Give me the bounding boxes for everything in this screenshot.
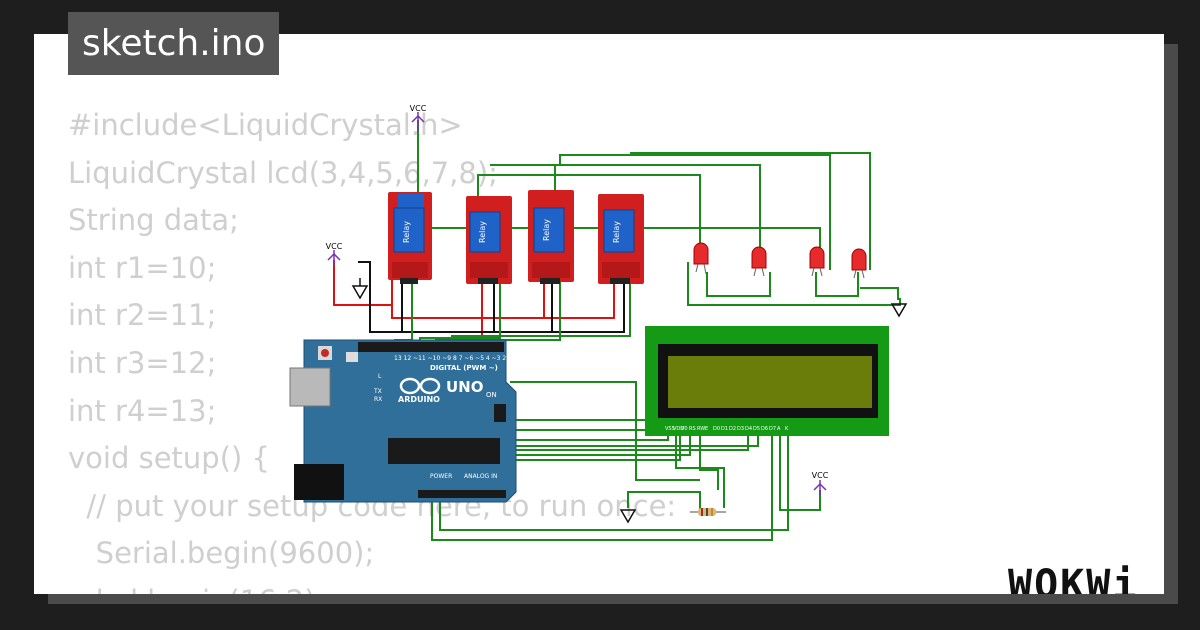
digital-label: DIGITAL (PWM ~) — [430, 364, 498, 372]
code-preview: #include<LiquidCrystal.h> LiquidCrystal l… — [68, 102, 676, 594]
lcd-pin-label: D1 — [721, 426, 728, 432]
gnd-symbol — [351, 278, 369, 300]
lcd-pin-label: K — [785, 426, 789, 432]
led-1[interactable] — [693, 242, 709, 275]
wire — [630, 152, 871, 270]
power-label: POWER — [430, 473, 452, 480]
vcc-symbol: VCC — [326, 242, 343, 266]
arduino-brand: ARDUINO — [398, 395, 440, 404]
relay-label: Relay — [542, 219, 551, 241]
resistor[interactable] — [690, 508, 726, 516]
vcc-symbol: VCC — [812, 471, 829, 496]
atmega-chip — [388, 438, 500, 464]
vcc-label: VCC — [326, 242, 343, 251]
wire — [544, 282, 615, 319]
relay-module-1[interactable]: Relay — [388, 192, 432, 284]
vcc-label: VCC — [812, 471, 829, 480]
lcd-pin-label: D2 — [729, 426, 736, 432]
preview-card: #include<LiquidCrystal.h> LiquidCrystal l… — [34, 34, 1164, 594]
power-header — [418, 490, 474, 498]
code-line: int r4=13; — [68, 393, 217, 428]
arduino-logo — [399, 377, 441, 395]
wire — [402, 283, 495, 333]
analog-header — [456, 490, 506, 498]
relay-label: Relay — [478, 221, 487, 243]
led-2[interactable] — [751, 246, 767, 277]
code-line: void setup() { — [68, 441, 270, 476]
tx-label: TX — [373, 388, 382, 395]
code-line: lcd.begin(16,2); — [68, 578, 676, 594]
wire — [779, 432, 821, 511]
lcd-screen — [668, 356, 872, 408]
relay-label: Relay — [402, 221, 411, 243]
wire — [391, 282, 483, 319]
usb-port — [289, 367, 331, 407]
code-line: LiquidCrystal lcd(3,4,5,6,7,8); — [68, 155, 498, 190]
lcd-pin-label: VDD — [673, 426, 684, 432]
wire — [482, 282, 545, 319]
code-line: int r1=10; — [68, 250, 217, 285]
circuit-diagram: VCC VCC VCC Relay — [289, 104, 908, 541]
digital-header — [358, 342, 504, 352]
lcd-pin-label: V0 — [681, 426, 688, 432]
vcc-label: VCC — [410, 104, 427, 113]
wire — [860, 287, 899, 300]
lcd-pin-label: D7 — [769, 426, 776, 432]
wire — [555, 154, 831, 270]
lcd-pin-label: A — [777, 426, 781, 432]
arduino-model: UNO — [446, 378, 484, 396]
file-tab[interactable]: sketch.ino — [68, 12, 280, 75]
lcd-pin-label: VSS — [665, 426, 675, 432]
relay-module-3[interactable]: Relay — [528, 190, 574, 284]
pin-labels: 13 12 ~11 ~10 ~9 8 7 ~6 ~5 4 ~3 2 TX RX — [394, 355, 526, 362]
lcd-pin-label: D4 — [745, 426, 752, 432]
rx-label: RX — [374, 396, 382, 403]
wire — [358, 261, 403, 333]
relay-module-4[interactable]: Relay — [598, 194, 644, 284]
wire — [687, 262, 901, 306]
wire — [548, 164, 761, 268]
power-jack — [294, 464, 344, 500]
arduino-uno[interactable]: 13 12 ~11 ~10 ~9 8 7 ~6 ~5 4 ~3 2 TX RX … — [289, 339, 526, 503]
wire — [477, 174, 701, 248]
code-line: String data; — [68, 203, 239, 238]
relay-module-2[interactable]: Relay — [466, 196, 512, 284]
code-line: Serial.begin(9600); — [68, 536, 375, 571]
code-line: int r3=12; — [68, 345, 217, 380]
gnd-symbol — [890, 303, 908, 318]
lcd-pin-label: E — [705, 426, 708, 432]
lcd-pin-label: RW — [697, 426, 705, 432]
wire — [706, 272, 771, 297]
led-3[interactable] — [809, 246, 825, 277]
wire — [815, 272, 859, 297]
code-line: int r2=11; — [68, 298, 217, 333]
wire — [333, 260, 393, 306]
lcd-pin-label: RS — [689, 426, 696, 432]
code-line: #include<LiquidCrystal.h> — [68, 108, 463, 142]
gnd-symbol — [619, 509, 637, 524]
lcd-pin-label: D5 — [753, 426, 760, 432]
on-label: ON — [486, 391, 497, 399]
lcd-pin-label: D6 — [761, 426, 768, 432]
wokwi-logo: WOKWi — [1008, 562, 1139, 594]
l-label: L — [378, 373, 382, 380]
wire — [699, 432, 719, 490]
wire — [552, 283, 625, 333]
relay-label: Relay — [612, 221, 621, 243]
wire — [627, 491, 701, 512]
lcd-pin-label: D0 — [713, 426, 720, 432]
lcd-pin-label: D3 — [737, 426, 744, 432]
led-4[interactable] — [851, 248, 867, 279]
wire — [510, 381, 700, 481]
vcc-symbol: VCC — [410, 104, 427, 132]
wire — [431, 432, 773, 541]
analog-label: ANALOG IN — [464, 473, 497, 480]
